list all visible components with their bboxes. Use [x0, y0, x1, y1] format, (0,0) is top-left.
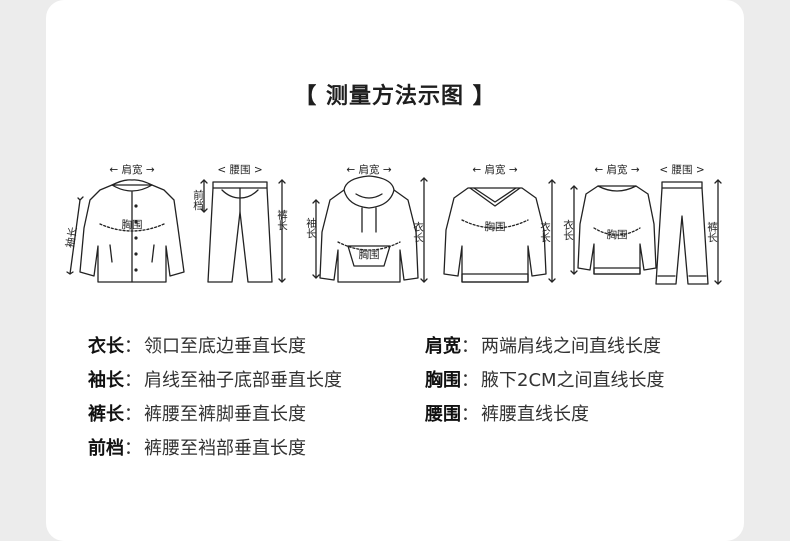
hoodie-sleeve-label: 袖长 — [305, 217, 317, 239]
definition-row: 前档：裤腰至裆部垂直长度 — [88, 430, 738, 464]
hoodie-chest-label: 胸围 — [359, 248, 380, 261]
hoodie-chest-ellipse — [337, 241, 401, 251]
jacket-collar — [111, 179, 153, 192]
pants-rise-label: 前档 — [192, 189, 204, 211]
pants-figure — [200, 179, 286, 283]
set-chest-label: 胸围 — [607, 228, 628, 241]
set-pants-length-label: 裤长 — [706, 221, 718, 243]
set-pants-body — [655, 187, 709, 285]
jacket-shoulder-label: ← 肩宽 → — [109, 163, 154, 176]
jacket-chest-label: 胸围 — [122, 218, 143, 231]
hoodie-hood — [343, 175, 395, 209]
pants-waistband — [212, 181, 268, 189]
sweater-length-label: 衣长 — [539, 221, 551, 243]
jacket-sleeve-arrow — [69, 199, 81, 275]
jacket-chest-ellipse — [99, 223, 165, 232]
hoodie-body — [319, 189, 419, 283]
definition-row: 袖长：肩线至袖子底部垂直长度 胸围：腋下2CM之间直线长度 — [88, 362, 738, 396]
set-shoulder-label: ← 肩宽 → — [594, 163, 639, 176]
jacket-body — [79, 184, 185, 283]
jacket-sleeve-label: 袖长 — [63, 225, 80, 248]
sweater-chest-ellipse — [461, 219, 529, 229]
page-title: 【 测量方法示图 】 — [294, 84, 496, 109]
definition-shoulder-width: 肩宽：两端肩线之间直线长度 — [425, 336, 661, 357]
set-waist-label: < 腰围 > — [659, 164, 704, 176]
set-top-length-label: 衣长 — [562, 219, 574, 241]
definition-sleeve-length: 袖长：肩线至袖子底部垂直长度 — [88, 370, 342, 391]
measurement-figures: ← 肩宽 → 胸围 袖长 < 腰围 > 前档 裤长 ← 肩宽 → — [0, 150, 790, 295]
sweater-figure — [443, 179, 556, 283]
content-card — [46, 0, 744, 541]
definition-front-rise: 前档：裤腰至裆部垂直长度 — [88, 438, 306, 459]
definition-pants-length: 裤长：裤腰至裤脚垂直长度 — [88, 404, 306, 425]
set-chest-ellipse — [593, 227, 641, 236]
definitions-list: 衣长：领口至底边垂直长度 肩宽：两端肩线之间直线长度 袖长：肩线至袖子底部垂直长… — [88, 328, 738, 464]
set-figure — [570, 179, 722, 285]
definition-waist: 腰围：裤腰直线长度 — [425, 404, 589, 425]
definition-chest: 胸围：腋下2CM之间直线长度 — [425, 370, 665, 391]
jacket-figure — [66, 179, 185, 283]
set-pants-waistband — [661, 181, 703, 189]
hoodie-figure — [312, 175, 428, 283]
jacket-buttons — [134, 204, 138, 272]
definition-row: 衣长：领口至底边垂直长度 肩宽：两端肩线之间直线长度 — [88, 328, 738, 362]
sweater-chest-label: 胸围 — [485, 220, 506, 233]
pants-length-label: 裤长 — [276, 209, 288, 231]
sweater-shoulder-label: ← 肩宽 → — [472, 163, 517, 176]
sweater-neckline — [469, 187, 521, 207]
definition-garment-length: 衣长：领口至底边垂直长度 — [88, 336, 306, 357]
pants-waist-label: < 腰围 > — [217, 164, 262, 176]
hoodie-length-label: 衣长 — [412, 221, 424, 243]
hoodie-shoulder-label: ← 肩宽 → — [346, 163, 391, 176]
definition-row: 裤长：裤腰至裤脚垂直长度 腰围：裤腰直线长度 — [88, 396, 738, 430]
